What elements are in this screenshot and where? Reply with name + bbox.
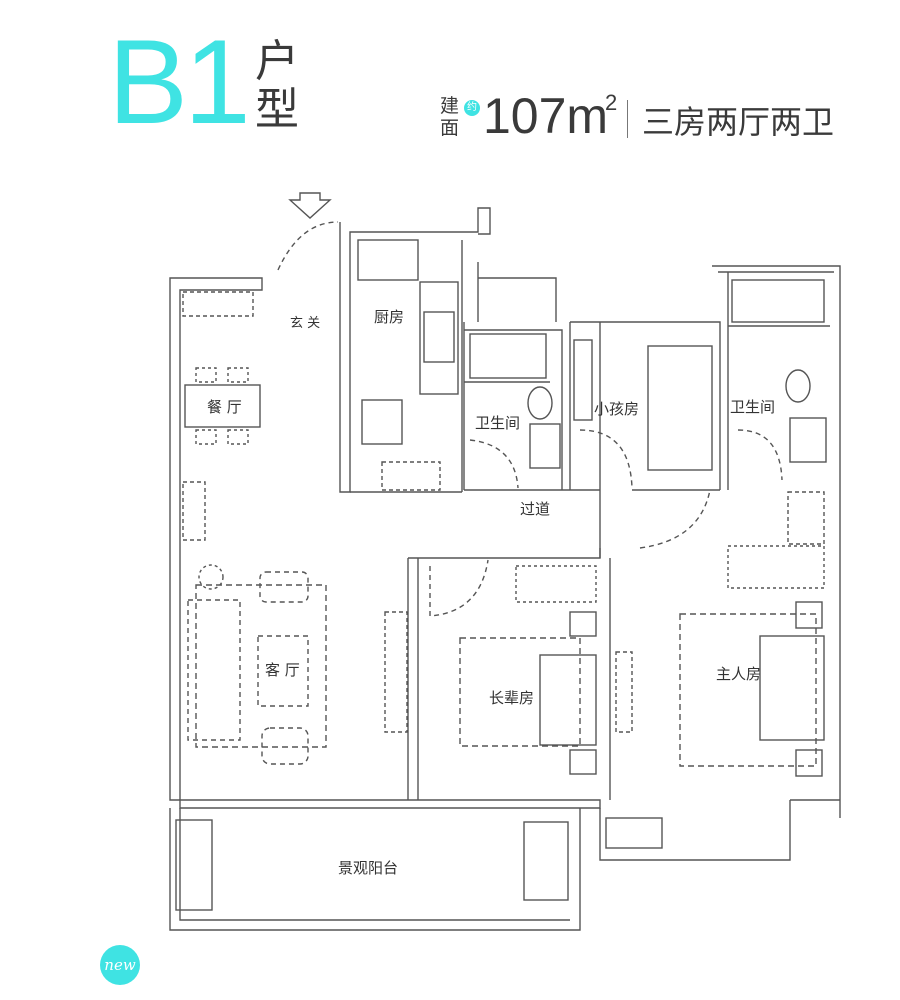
wall-living-elder (407, 548, 601, 800)
kitchen-wall-right (350, 240, 463, 493)
new-badge: new (100, 945, 140, 985)
outer-wall-right-low (599, 799, 840, 861)
header: B1 户 型 建 面 约 107m 2 三房两厅两卫 (0, 0, 900, 160)
bathroom-1-door-swing (469, 439, 519, 489)
room-label-bathroom-1: 卫生间 (475, 414, 521, 432)
balcony-left-cabinet (175, 819, 213, 911)
corridor-door-swing (639, 489, 711, 549)
kitchen-window (381, 461, 441, 491)
kitchen-counter (419, 281, 459, 395)
ac-unit (605, 817, 663, 849)
area-label-2: 面 (440, 117, 460, 139)
room-label-living: 客 厅 (265, 661, 300, 679)
living-armchair (261, 727, 309, 765)
layout-description: 三房两厅两卫 (642, 103, 835, 141)
living-coffee-table (257, 635, 309, 707)
living-ottoman (259, 571, 309, 603)
living-rug (195, 584, 327, 748)
header-divider (627, 100, 628, 138)
room-label-kids-room: 小孩房 (594, 400, 640, 418)
kitchen-stove (423, 311, 455, 363)
master-room-bed (759, 635, 825, 741)
master-room-nightstand-2 (795, 749, 823, 777)
bathroom-1-sink (529, 423, 561, 469)
bathroom-2-door-swing (737, 429, 783, 481)
wall-corridor-top (464, 322, 601, 558)
outer-wall-top-right (712, 265, 841, 818)
balcony-laundry (523, 821, 569, 901)
dining-sideboard (182, 481, 206, 541)
elder-room-door-swing (429, 559, 489, 617)
dining-chair-4 (227, 429, 249, 445)
dining-chair-2 (227, 367, 249, 383)
elder-room-bed (539, 654, 597, 746)
outer-wall-top-mid (477, 262, 557, 322)
entrance-cabinet (182, 291, 254, 317)
elder-room-nightstand-2 (569, 749, 597, 775)
room-label-elder-room: 长辈房 (489, 689, 535, 707)
outer-wall-left (169, 277, 263, 801)
kids-room-wardrobe (573, 339, 593, 421)
master-room-rug (679, 613, 817, 767)
outer-wall-bottom-living (179, 799, 601, 809)
room-label-balcony: 景观阳台 (338, 859, 399, 877)
kids-room-bed (647, 345, 713, 471)
elder-room-wardrobe (515, 565, 597, 603)
bathroom-1-shower (469, 333, 547, 379)
bathroom-1-walls (463, 322, 563, 490)
bathroom-2-shower (731, 279, 825, 323)
bathroom-2-walls (727, 272, 830, 490)
outer-wall-kitchen (339, 207, 491, 493)
master-room-tv (615, 651, 633, 733)
bathroom-2-sink (789, 417, 827, 463)
room-label-entrance: 玄 关 (290, 316, 321, 331)
entrance-arrow-icon (288, 192, 332, 219)
elder-room-rug (459, 637, 581, 747)
dining-table (184, 384, 261, 428)
room-label-corridor: 过道 (520, 500, 551, 518)
unit-type-code: B1 (108, 15, 251, 149)
area-unit-superscript: 2 (605, 90, 618, 115)
living-sofa (187, 599, 241, 741)
room-label-bathroom-2: 卫生间 (730, 398, 776, 416)
bathroom-2-toilet-icon (785, 369, 811, 403)
living-tv-cabinet (384, 611, 408, 733)
dining-chair-1 (195, 367, 217, 383)
room-label-kitchen: 厨房 (374, 308, 405, 326)
kids-room-door-swing (579, 429, 633, 489)
room-label-master-room: 主人房 (716, 665, 762, 683)
living-lamp-icon (198, 564, 224, 590)
area-approx-badge: 约 (464, 100, 480, 116)
unit-type-word-1: 户 (255, 36, 299, 87)
bathroom-1-toilet-icon (527, 386, 553, 420)
kitchen-fridge (357, 239, 419, 281)
entrance-door-swing (277, 221, 339, 271)
area-value: 107m (483, 88, 609, 144)
room-label-dining: 餐 厅 (207, 398, 242, 416)
kids-room-walls (569, 321, 721, 491)
corridor-cabinet (787, 491, 825, 545)
area-label-1: 建 (440, 95, 460, 117)
master-room-wardrobe (727, 545, 825, 589)
unit-type-word-2: 型 (255, 84, 299, 135)
elder-room-nightstand-1 (569, 611, 597, 637)
kitchen-cabinet (361, 399, 403, 445)
master-room-nightstand-1 (795, 601, 823, 629)
balcony-walls (169, 808, 581, 931)
dining-chair-3 (195, 429, 217, 445)
